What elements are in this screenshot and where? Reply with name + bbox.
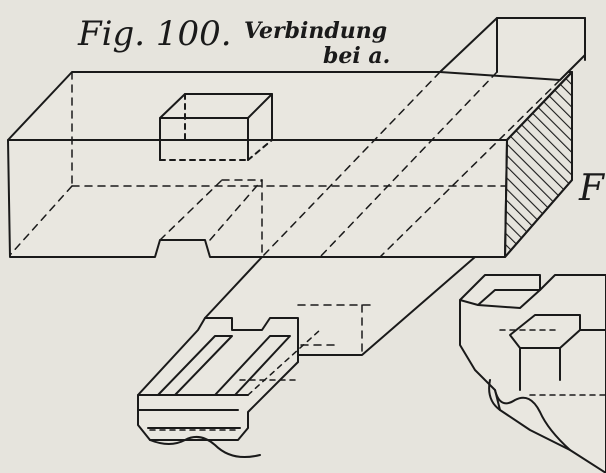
caption-line-2: bei a. — [323, 43, 391, 69]
beam-hidden-edges — [9, 71, 506, 256]
figure-number: Fig. 100. — [78, 14, 232, 54]
second-figure-hidden — [499, 329, 606, 396]
upper-beam — [7, 71, 573, 258]
tenon-hidden-edges — [149, 329, 321, 431]
tenon-block — [137, 317, 299, 458]
second-figure-fragment — [459, 274, 606, 473]
edge-letter: F — [579, 168, 604, 209]
caption-line-1: Verbindung — [244, 18, 388, 44]
rafter-hidden-edges — [159, 71, 561, 356]
mortise-opening — [159, 93, 273, 161]
